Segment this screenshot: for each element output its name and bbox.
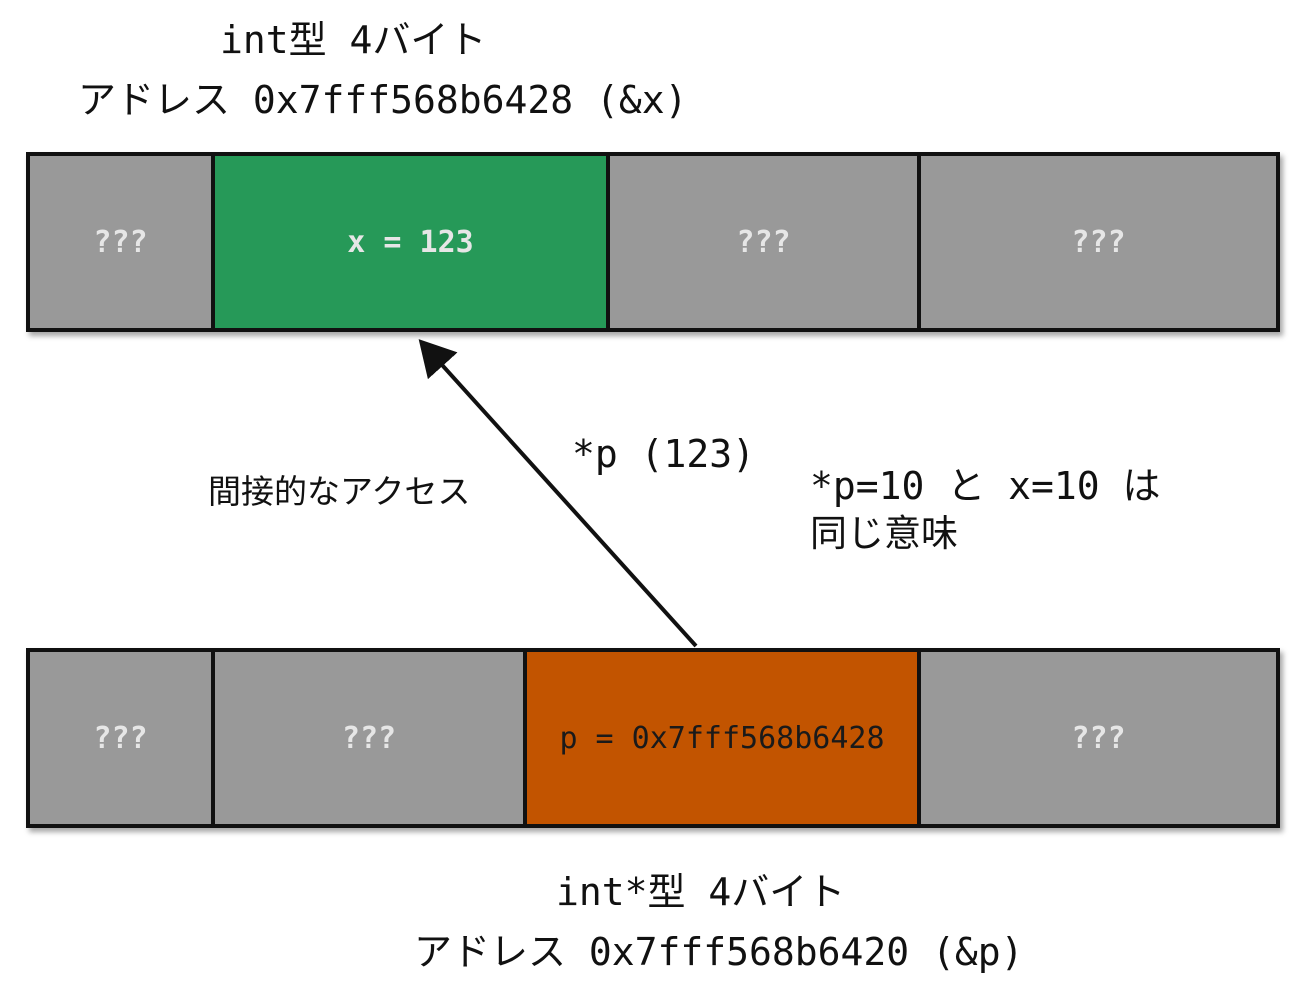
top-cell-x-text: x = 123 (347, 224, 474, 260)
bottom-address-label: アドレス 0x7fff568b6420 (&p) (414, 930, 1024, 974)
bottom-type-label: int*型 4バイト (556, 870, 846, 914)
top-cell-3-text: ??? (1071, 224, 1126, 260)
bottom-cell-p: p = 0x7fff568b6428 (523, 652, 917, 824)
top-cell-0-text: ??? (93, 224, 148, 260)
top-address-label: アドレス 0x7fff568b6428 (&x) (78, 78, 688, 122)
bottom-cell-p-text: p = 0x7fff568b6428 (559, 720, 885, 756)
indirect-access-label: 間接的なアクセス (208, 472, 471, 511)
arrow-value-label: *p (123) (572, 432, 756, 476)
top-type-label: int型 4バイト (220, 18, 487, 62)
top-cell-2-text: ??? (736, 224, 791, 260)
top-cell-0: ??? (30, 156, 211, 328)
bottom-cell-3-text: ??? (1071, 720, 1126, 756)
bottom-cell-1-text: ??? (341, 720, 397, 756)
bottom-cell-1: ??? (211, 652, 523, 824)
bottom-memory-row: ??? ??? p = 0x7fff568b6428 ??? (26, 648, 1280, 828)
top-cell-3: ??? (917, 156, 1276, 328)
bottom-cell-3: ??? (917, 652, 1276, 824)
note-line-1: *p=10 と x=10 は (810, 464, 1161, 508)
top-memory-row: ??? x = 123 ??? ??? (26, 152, 1280, 332)
bottom-cell-0: ??? (30, 652, 211, 824)
top-cell-2: ??? (606, 156, 917, 328)
top-cell-x: x = 123 (211, 156, 606, 328)
bottom-cell-0-text: ??? (93, 720, 148, 756)
note-line-2: 同じ意味 (810, 512, 958, 555)
